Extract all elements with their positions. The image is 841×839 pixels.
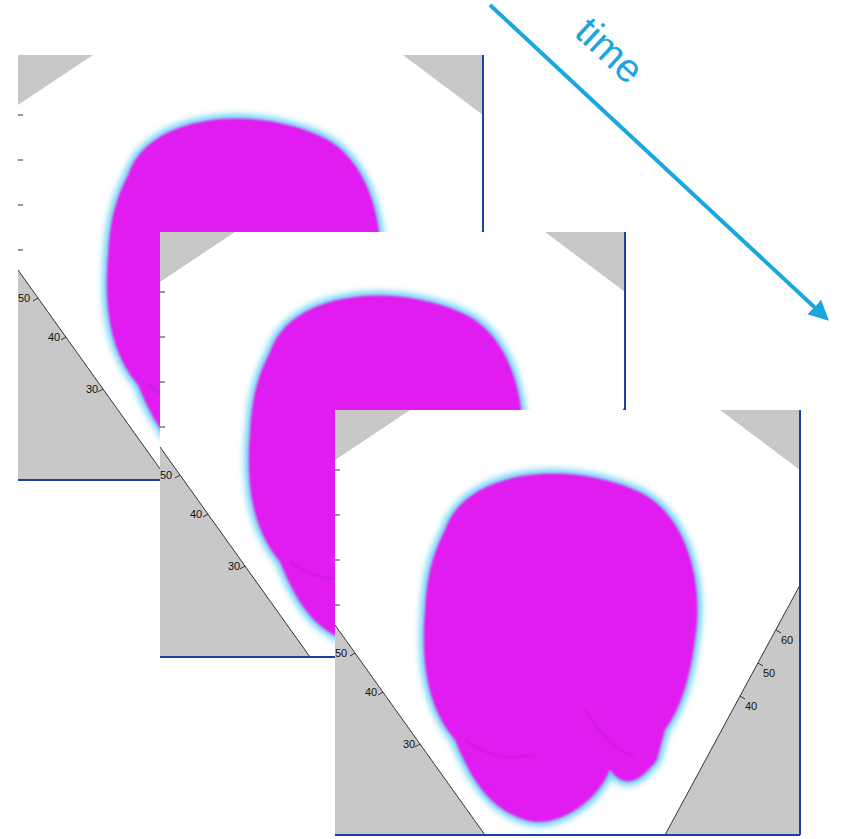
axis-tick-label: 30 <box>228 561 240 572</box>
axis-tick-label: 40 <box>745 701 757 712</box>
axis-tick-label: 30 <box>403 739 415 750</box>
axis-tick-label: 50 <box>18 293 30 304</box>
axis-tick-label: 50 <box>763 668 775 679</box>
axis-tick-label: 30 <box>86 384 98 395</box>
axis-tick-label: 40 <box>48 332 60 343</box>
axis-tick-label: 50 <box>335 648 347 659</box>
axis-tick-label: 40 <box>190 509 202 520</box>
axis-tick-label: 60 <box>781 635 793 646</box>
axis-tick-label: 40 <box>365 687 377 698</box>
axis-tick-label: 50 <box>160 470 172 481</box>
time-axis-label: time <box>569 10 652 91</box>
